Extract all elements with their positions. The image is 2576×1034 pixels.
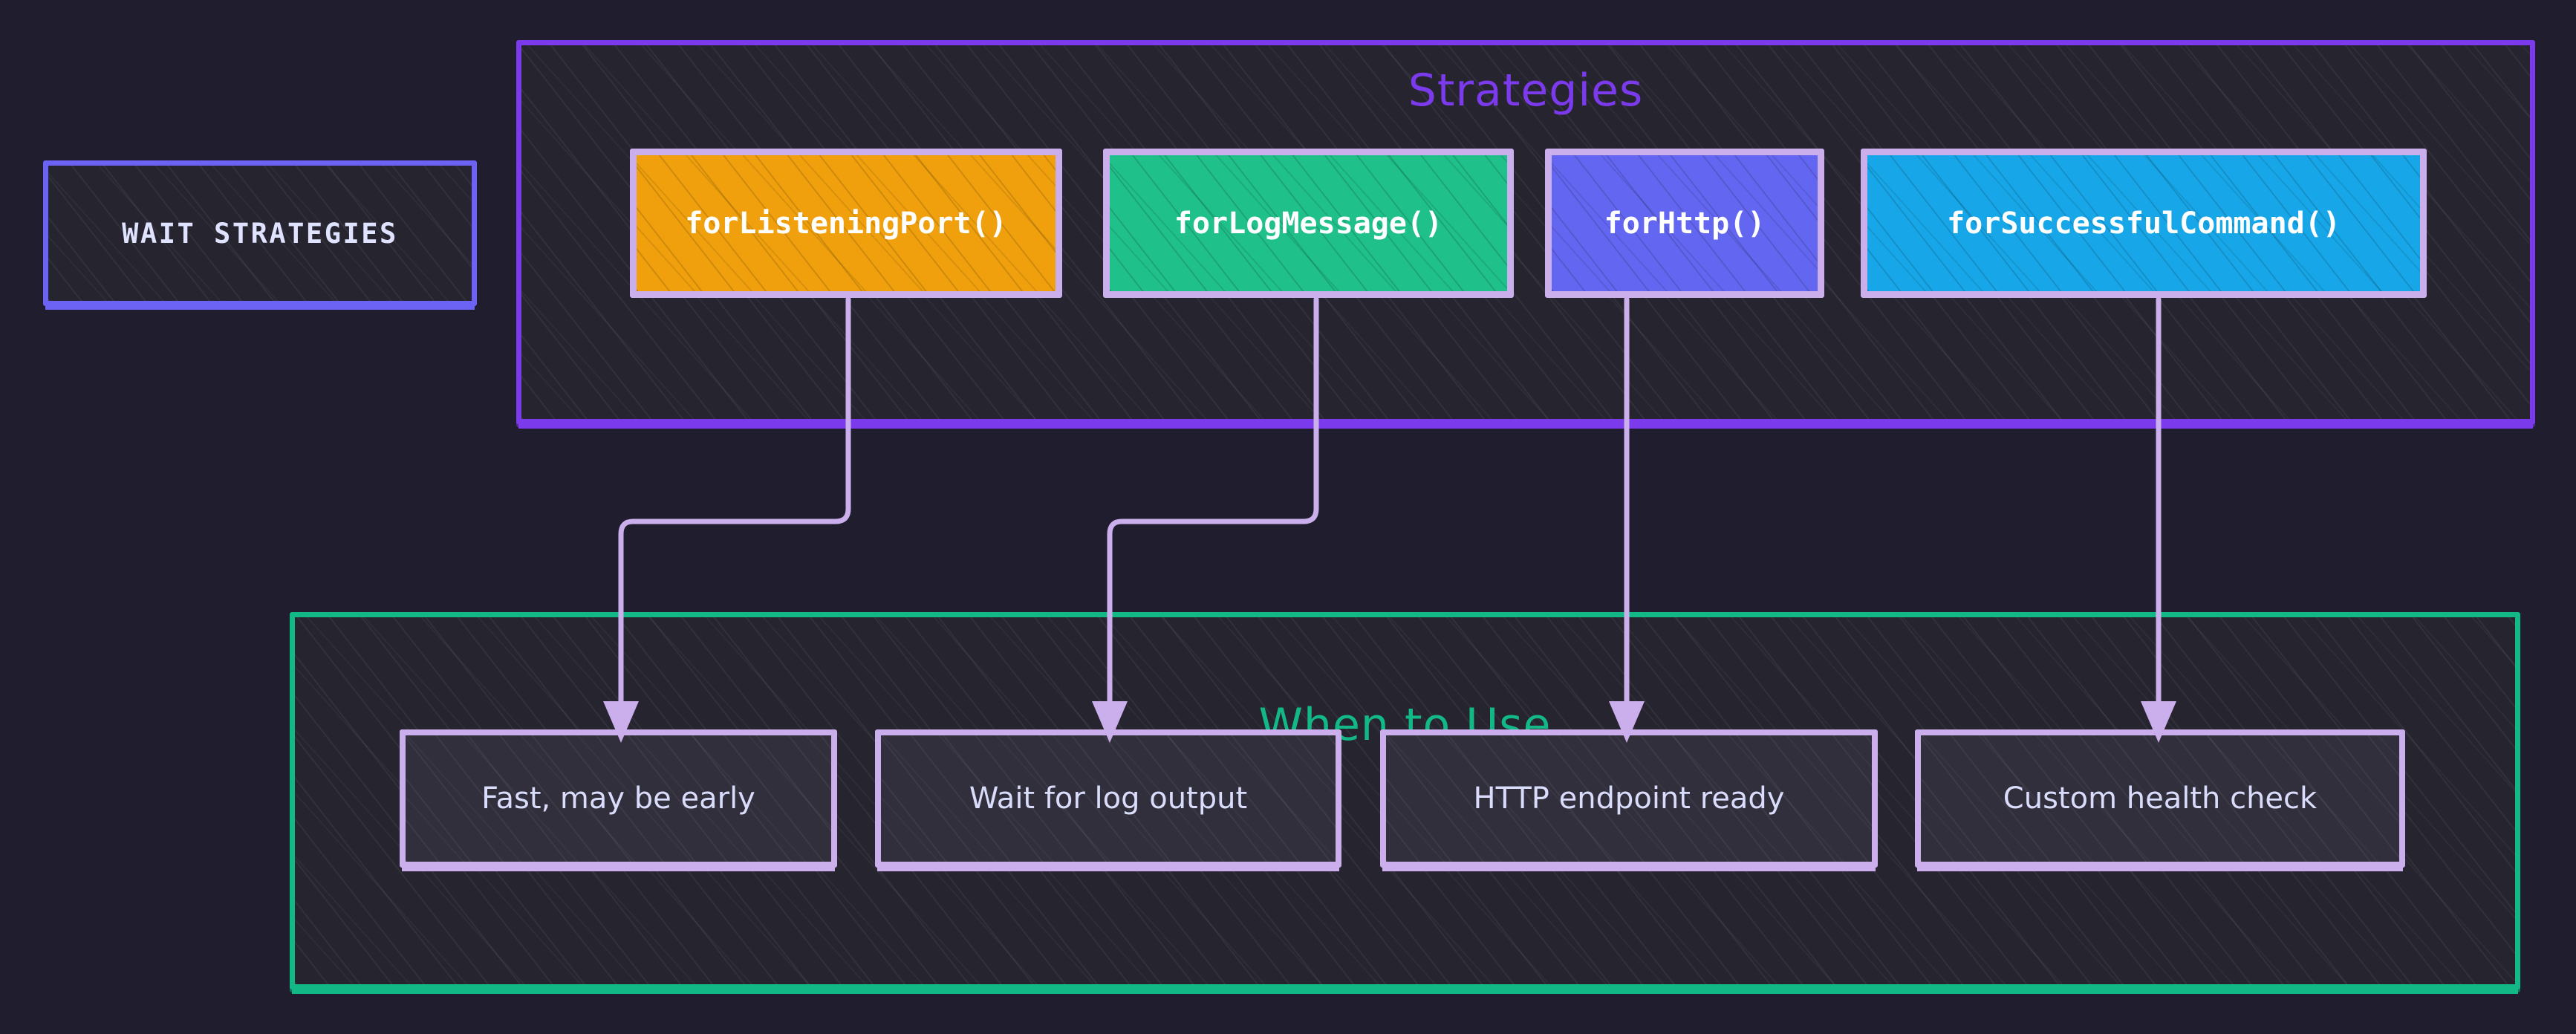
strategy-node-for-listening-port[interactable]: forListeningPort() bbox=[630, 149, 1062, 298]
strategies-group-title: Strategies bbox=[1408, 65, 1644, 117]
outcome-node-http-endpoint-ready[interactable]: HTTP endpoint ready bbox=[1380, 729, 1878, 868]
outcome-node-label: HTTP endpoint ready bbox=[1473, 781, 1785, 816]
outcome-node-fast-may-be-early[interactable]: Fast, may be early bbox=[400, 729, 837, 868]
wait-strategies-label-box: WAIT STRATEGIES bbox=[43, 160, 477, 306]
strategy-node-for-http[interactable]: forHttp() bbox=[1545, 149, 1824, 298]
strategy-node-label: forHttp() bbox=[1604, 206, 1766, 241]
outcome-node-custom-health-check[interactable]: Custom health check bbox=[1915, 729, 2405, 868]
outcome-node-label: Fast, may be early bbox=[481, 781, 755, 816]
outcome-node-label: Custom health check bbox=[2003, 781, 2318, 816]
strategy-node-for-successful-command[interactable]: forSuccessfulCommand() bbox=[1861, 149, 2427, 298]
strategy-node-label: forListeningPort() bbox=[685, 206, 1007, 241]
strategy-node-label: forLogMessage() bbox=[1174, 206, 1443, 241]
outcome-node-label: Wait for log output bbox=[969, 781, 1248, 816]
outcome-node-wait-for-log-output[interactable]: Wait for log output bbox=[875, 729, 1341, 868]
strategy-node-for-log-message[interactable]: forLogMessage() bbox=[1103, 149, 1514, 298]
wait-strategies-label-text: WAIT STRATEGIES bbox=[122, 217, 398, 250]
strategy-node-label: forSuccessfulCommand() bbox=[1947, 206, 2341, 241]
